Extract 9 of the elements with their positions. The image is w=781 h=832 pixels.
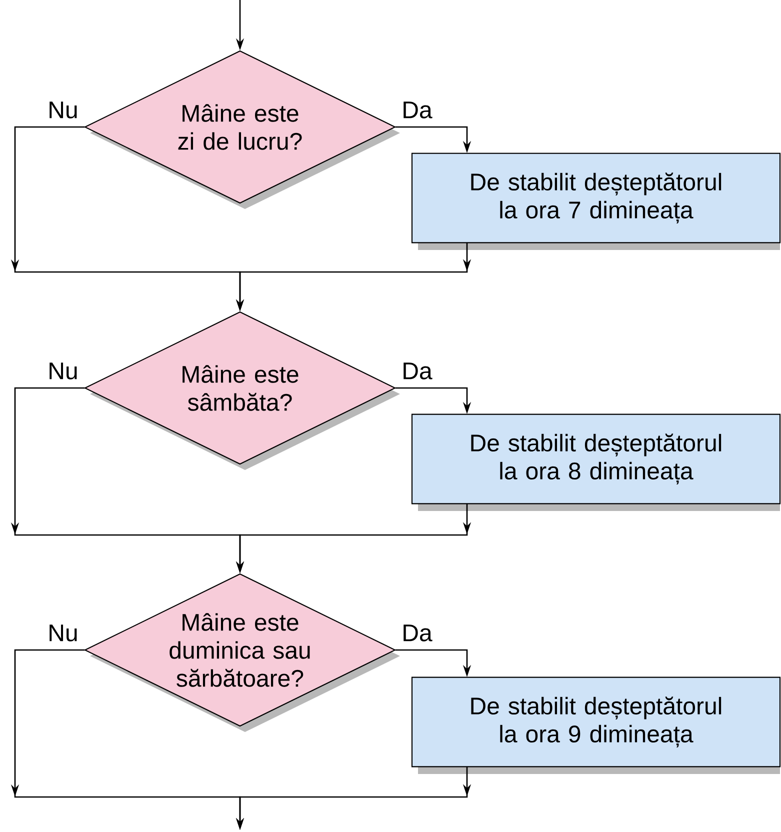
edge-label: Nu — [46, 100, 80, 120]
process-box: De stabilit deșteptătorul la ora 7 dimineața — [411, 152, 781, 250]
edge-label: Da — [400, 100, 434, 120]
edge-label: Nu — [46, 623, 80, 643]
edge-label: Da — [400, 361, 434, 381]
process-box: De stabilit deșteptătorul la ora 9 dimineața — [411, 676, 781, 774]
process-box: De stabilit deșteptătorul la ora 8 dimineața — [411, 414, 781, 511]
edge-label: Da — [400, 623, 434, 643]
edge-label: Nu — [46, 361, 80, 381]
